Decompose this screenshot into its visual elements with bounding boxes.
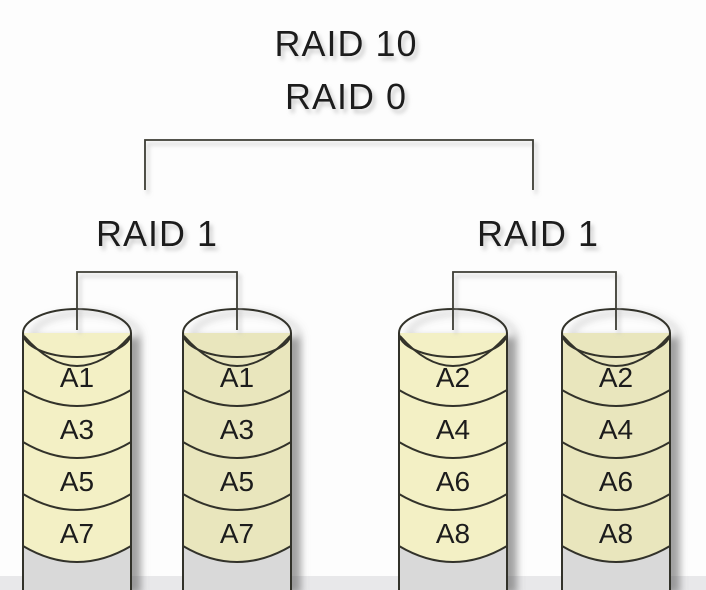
disk-cylinder-3: A2 A4 A6 A8	[398, 308, 508, 590]
disk-1-divider-icon	[22, 493, 132, 511]
disk-block-label: A5	[60, 466, 94, 497]
disk-3-sides	[398, 333, 508, 590]
disk-cylinder-2: A1 A3 A5 A7	[182, 308, 292, 590]
disk-block-label: A6	[436, 466, 470, 497]
disk-block-label: A4	[436, 414, 470, 445]
disk-1-divider-icon	[22, 441, 132, 459]
disk-2-base	[183, 546, 291, 590]
disk-3-base	[399, 546, 507, 590]
disk-2-divider-icon	[182, 441, 292, 459]
disk-3-divider-icon	[398, 389, 508, 407]
disk-1-divider-icon	[22, 545, 132, 563]
disk-4-body	[562, 333, 670, 562]
disk-block-label: A4	[599, 414, 633, 445]
disk-cylinder-1: A1 A3 A5 A7	[22, 308, 132, 590]
disk-block-label: A3	[60, 414, 94, 445]
disk-block-label: A7	[60, 518, 94, 549]
disk-3-divider-icon	[398, 493, 508, 511]
disk-3-divider-icon	[398, 441, 508, 459]
disk-1-sides	[22, 333, 132, 590]
disk-4-divider-icon	[561, 441, 671, 459]
raid1-left-label: RAID 1	[96, 213, 218, 254]
disk-block-label: A6	[599, 466, 633, 497]
disk-3-divider-icon	[398, 545, 508, 563]
disk-4-divider-icon	[561, 545, 671, 563]
disk-4-divider-icon	[561, 389, 671, 407]
disk-block-label: A8	[436, 518, 470, 549]
raid0-bracket-connector	[144, 139, 534, 190]
disk-1-base	[23, 546, 131, 590]
disk-block-label: A1	[220, 362, 254, 393]
disk-1-body	[23, 333, 131, 562]
disk-2-divider-icon	[182, 389, 292, 407]
disk-1-divider-icon	[22, 389, 132, 407]
raid1-right-label: RAID 1	[477, 213, 599, 254]
raid1-right-bracket-connector	[452, 271, 617, 330]
diagram-title: RAID 10	[274, 23, 417, 64]
disk-4-sides	[561, 333, 671, 590]
bottom-strip	[0, 576, 706, 590]
disk-block-label: A2	[436, 362, 470, 393]
disk-block-label: A2	[599, 362, 633, 393]
disk-2-sides	[182, 333, 292, 590]
disk-2-divider-icon	[182, 545, 292, 563]
disk-2-body	[183, 333, 291, 562]
disk-block-label: A5	[220, 466, 254, 497]
diagram-subtitle: RAID 0	[285, 76, 407, 117]
disk-block-label: A1	[60, 362, 94, 393]
disk-block-label: A8	[599, 518, 633, 549]
disk-block-label: A3	[220, 414, 254, 445]
disk-2-divider-icon	[182, 493, 292, 511]
disk-4-base	[562, 546, 670, 590]
raid1-left-bracket-connector	[76, 271, 238, 330]
disk-3-body	[399, 333, 507, 562]
disk-block-label: A7	[220, 518, 254, 549]
disk-4-divider-icon	[561, 493, 671, 511]
disk-cylinder-4: A2 A4 A6 A8	[561, 308, 671, 590]
